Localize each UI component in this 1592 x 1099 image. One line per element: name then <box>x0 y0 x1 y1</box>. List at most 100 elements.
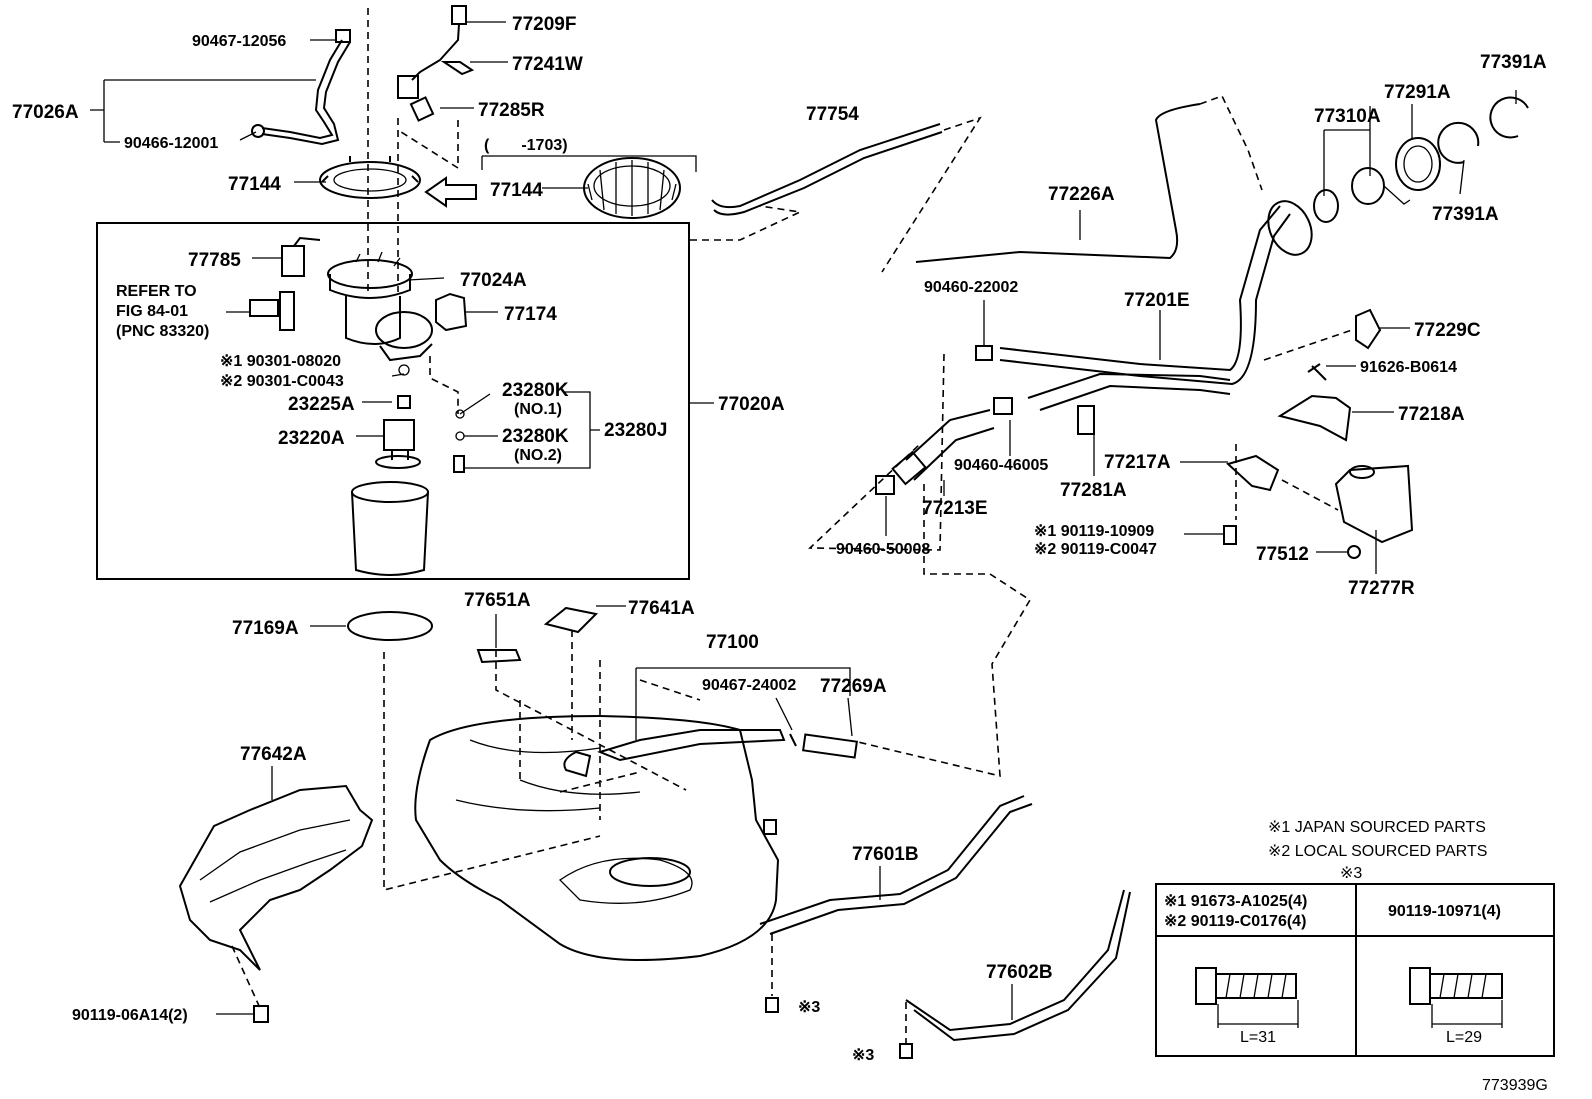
label-77754: 77754 <box>806 104 859 125</box>
label-23225A: 23225A <box>288 394 355 415</box>
clamp-90460-22002 <box>975 345 993 361</box>
valve-23280K <box>453 455 465 473</box>
label-77281A: 77281A <box>1060 480 1127 501</box>
label-77201E: 77201E <box>1124 290 1190 311</box>
label-23280K-2: 23280K <box>502 426 569 447</box>
bracket-77174 <box>435 292 468 332</box>
pad-77651A <box>476 649 522 664</box>
bolt-ref3-a <box>765 997 779 1013</box>
cap-ring-77291A <box>1395 137 1441 191</box>
gasket-77169A <box>347 611 433 641</box>
wire-harness-77209F <box>397 5 475 122</box>
assembly-line <box>1199 95 1263 191</box>
lock-ring-77144-right <box>583 157 681 219</box>
plug-77512 <box>1347 545 1361 559</box>
label-77602B: 77602B <box>986 962 1053 983</box>
label-90119-C0047: ※2 90119-C0047 <box>1034 541 1157 558</box>
sender-tube-77026A <box>251 29 351 146</box>
label-90119-06A14: 90119-06A14(2) <box>72 1007 188 1024</box>
label-77642A: 77642A <box>240 744 307 765</box>
band-77602B <box>905 889 1131 1042</box>
label-77226A: 77226A <box>1048 184 1115 205</box>
label-77641A: 77641A <box>628 598 695 619</box>
bracket-77217A <box>1226 454 1280 492</box>
label-90460-50008: 90460-50008 <box>836 541 930 558</box>
note-ref3: ※3 <box>1340 865 1362 882</box>
label-77269A: 77269A <box>820 676 887 697</box>
cushion-23225A <box>397 395 411 409</box>
label-77229C: 77229C <box>1414 320 1481 341</box>
leader-lines <box>90 21 1517 1020</box>
table-left-line1: ※1 91673-A1025(4) <box>1164 893 1307 910</box>
pump-assembly-frame <box>96 222 690 580</box>
label-77310A: 77310A <box>1314 106 1381 127</box>
label-77144-b: 77144 <box>490 180 543 201</box>
arrow-icon <box>424 176 477 208</box>
fuel-tank-77100 <box>414 714 786 961</box>
o-ring-90301 <box>398 364 410 376</box>
label-91626-B0614: 91626-B0614 <box>1360 359 1457 376</box>
label-77785: 77785 <box>188 250 241 271</box>
label-90467-24002: 90467-24002 <box>702 677 796 694</box>
label-90460-46005: 90460-46005 <box>954 457 1048 474</box>
screw-91626 <box>1307 363 1327 381</box>
band-77601B <box>759 795 1033 935</box>
label-77209F: 77209F <box>512 14 576 35</box>
hose-77754 <box>711 123 943 216</box>
note-japan: ※1 JAPAN SOURCED PARTS <box>1268 819 1486 836</box>
assembly-line <box>808 329 1353 778</box>
gasket-23280K-2 <box>455 431 465 441</box>
label-90119-10909: ※1 90119-10909 <box>1034 523 1154 540</box>
snap-ring-77391A-top <box>1489 96 1529 139</box>
snap-ring-77391A-bottom <box>1437 121 1480 164</box>
lock-ring-77144-left <box>319 156 421 199</box>
clamp-90460-50008 <box>875 475 895 495</box>
label-77285R: 77285R <box>478 100 545 121</box>
label-77512: 77512 <box>1256 544 1309 565</box>
label-77169A: 77169A <box>232 618 299 639</box>
filler-pipe-77201E <box>999 200 1313 411</box>
insulator-77642A <box>178 784 374 971</box>
clamp-90460-46005 <box>993 397 1013 415</box>
breather-tube-77226A <box>915 103 1201 263</box>
bolt-icon-left <box>1195 967 1299 1028</box>
protector-77218A <box>1277 394 1352 442</box>
label-77291A: 77291A <box>1384 82 1451 103</box>
label-refer-fig: FIG 84-01 <box>116 303 188 320</box>
hose-77213E <box>891 409 995 486</box>
pad-77641A <box>543 606 599 634</box>
bolt-90119-10909 <box>1223 525 1237 545</box>
gasket-77310A <box>1313 189 1339 223</box>
label-77391A-bottom: 77391A <box>1432 204 1499 225</box>
label-77024A: 77024A <box>460 270 527 291</box>
note-local: ※2 LOCAL SOURCED PARTS <box>1268 843 1487 860</box>
label-77026A: 77026A <box>12 102 79 123</box>
label-77651A: 77651A <box>464 590 531 611</box>
assembly-line <box>367 8 459 414</box>
table-left-line2: ※2 90119-C0176(4) <box>1164 913 1306 930</box>
fuel-pump-module-77024A <box>327 251 433 362</box>
fuel-pump-23220A <box>375 419 421 469</box>
legend-notes: ※1 JAPAN SOURCED PARTS ※2 LOCAL SOURCED … <box>1268 819 1487 882</box>
label-77174: 77174 <box>504 304 557 325</box>
label-77213E: 77213E <box>922 498 988 519</box>
label-77218A: 77218A <box>1398 404 1465 425</box>
filter-cup <box>351 481 429 576</box>
label-refer-pnc: (PNC 83320) <box>116 323 209 340</box>
float-gauge-refer <box>249 291 295 331</box>
assembly-line <box>383 630 701 892</box>
assembly-line <box>771 934 907 1044</box>
label-77391A-top: 77391A <box>1480 52 1547 73</box>
label-1703: ( -1703) <box>484 137 568 154</box>
bolt-90119-06A14 <box>253 1005 269 1023</box>
label-90466-12001: 90466-12001 <box>124 135 218 152</box>
bolt-icon-right <box>1409 967 1503 1028</box>
label-23280J: 23280J <box>604 420 667 441</box>
assembly-line <box>690 116 982 273</box>
part-labels: 77209F 90467-12056 77241W 77026A 77285R … <box>12 14 1547 1064</box>
label-refer-to: REFER TO <box>116 283 197 300</box>
label-23280K-1: 23280K <box>502 380 569 401</box>
label-77241W: 77241W <box>512 54 583 75</box>
label-77020A: 77020A <box>718 394 785 415</box>
